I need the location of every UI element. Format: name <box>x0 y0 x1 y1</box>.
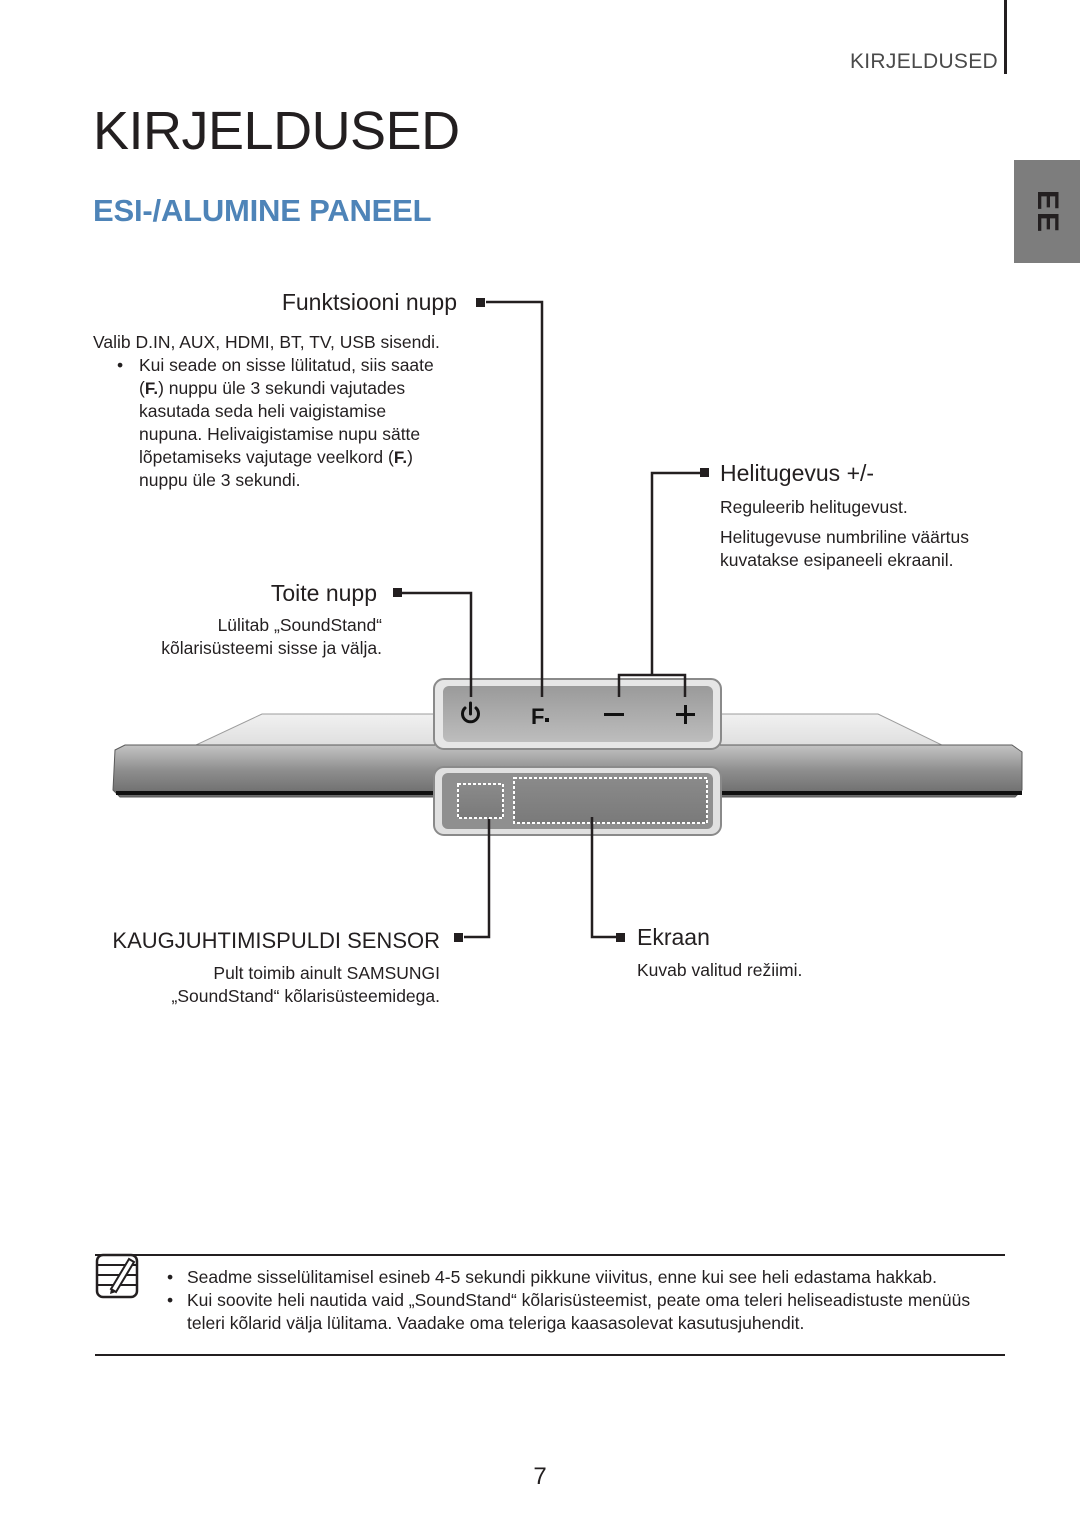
function-bullet: Kui seade on sisse lülitatud, siis saate… <box>139 354 479 492</box>
function-bullet-line-6: nuppu üle 3 sekundi. <box>139 470 301 490</box>
note-top-rule <box>95 1254 1005 1256</box>
language-tab: EE <box>1014 160 1080 263</box>
display-window <box>513 777 708 824</box>
display-description: Kuvab valitud režiimi. <box>637 960 803 980</box>
note-bottom-rule <box>95 1354 1005 1356</box>
page-number: 7 <box>533 1463 547 1490</box>
sensor-description-line-1: Pult toimib ainult SAMSUNGI <box>213 963 440 983</box>
volume-note-line-2: kuvatakse esipaneeli ekraanil. <box>720 550 954 570</box>
power-description-line-2: kõlarisüsteemi sisse ja välja. <box>161 638 382 658</box>
note-icon <box>95 1253 139 1299</box>
function-symbol-icon-2: F. <box>393 448 408 467</box>
power-button-icon <box>461 701 480 724</box>
remote-sensor-description: Pult toimib ainult SAMSUNGI „SoundStand“… <box>172 962 441 1008</box>
function-button-title: Funktsiooni nupp <box>281 289 457 315</box>
volume-description: Reguleerib helitugevust. <box>720 497 908 517</box>
remote-sensor-window <box>457 783 504 819</box>
page-title: KIRJELDUSED <box>93 101 460 161</box>
function-bullet-line-1: Kui seade on sisse lülitatud, siis saate <box>139 355 434 375</box>
function-button-icon: F <box>531 704 544 729</box>
power-button-description: Lülitab „SoundStand“ kõlarisüsteemi siss… <box>161 614 382 660</box>
leader-lines <box>402 300 704 939</box>
note-item: Kui soovite heli nautida vaid „SoundStan… <box>165 1289 1005 1335</box>
function-symbol-icon: F. <box>144 379 159 398</box>
volume-title: Helitugevus +/- <box>720 460 875 486</box>
volume-note-line-1: Helitugevuse numbriline väärtus <box>720 527 970 547</box>
remote-sensor-title: KAUGJUHTIMISPULDI SENSOR <box>112 928 440 953</box>
header-rule <box>1004 0 1007 74</box>
volume-down-icon <box>604 713 624 716</box>
function-bullet-line-2: (F.) nuppu üle 3 sekundi vajutades <box>139 378 406 398</box>
volume-up-icon <box>676 705 695 724</box>
function-bullet-line-5: lõpetamiseks vajutage veelkord (F.) <box>139 447 413 467</box>
function-bullet-line-3: kasutada seda heli vaigistamise <box>139 401 387 421</box>
running-header: KIRJELDUSED <box>849 50 998 73</box>
function-bullet-marker: • <box>117 355 124 375</box>
note-list: Seadme sisselülitamisel esineb 4-5 sekun… <box>165 1266 1005 1335</box>
sensor-description-line-2: „SoundStand“ kõlarisüsteemidega. <box>171 986 441 1006</box>
section-title: ESI-/ALUMINE PANEEL <box>93 193 432 228</box>
power-button-title: Toite nupp <box>270 580 377 606</box>
display-title: Ekraan <box>637 924 710 950</box>
power-description-line-1: Lülitab „SoundStand“ <box>217 615 382 635</box>
function-bullet-line-4: nupuna. Helivaigistamise nupu sätte <box>139 424 421 444</box>
volume-note: Helitugevuse numbriline väärtus kuvataks… <box>720 526 969 572</box>
function-button-description: Valib D.IN, AUX, HDMI, BT, TV, USB sisen… <box>93 332 440 352</box>
note-item: Seadme sisselülitamisel esineb 4-5 sekun… <box>165 1266 1005 1289</box>
